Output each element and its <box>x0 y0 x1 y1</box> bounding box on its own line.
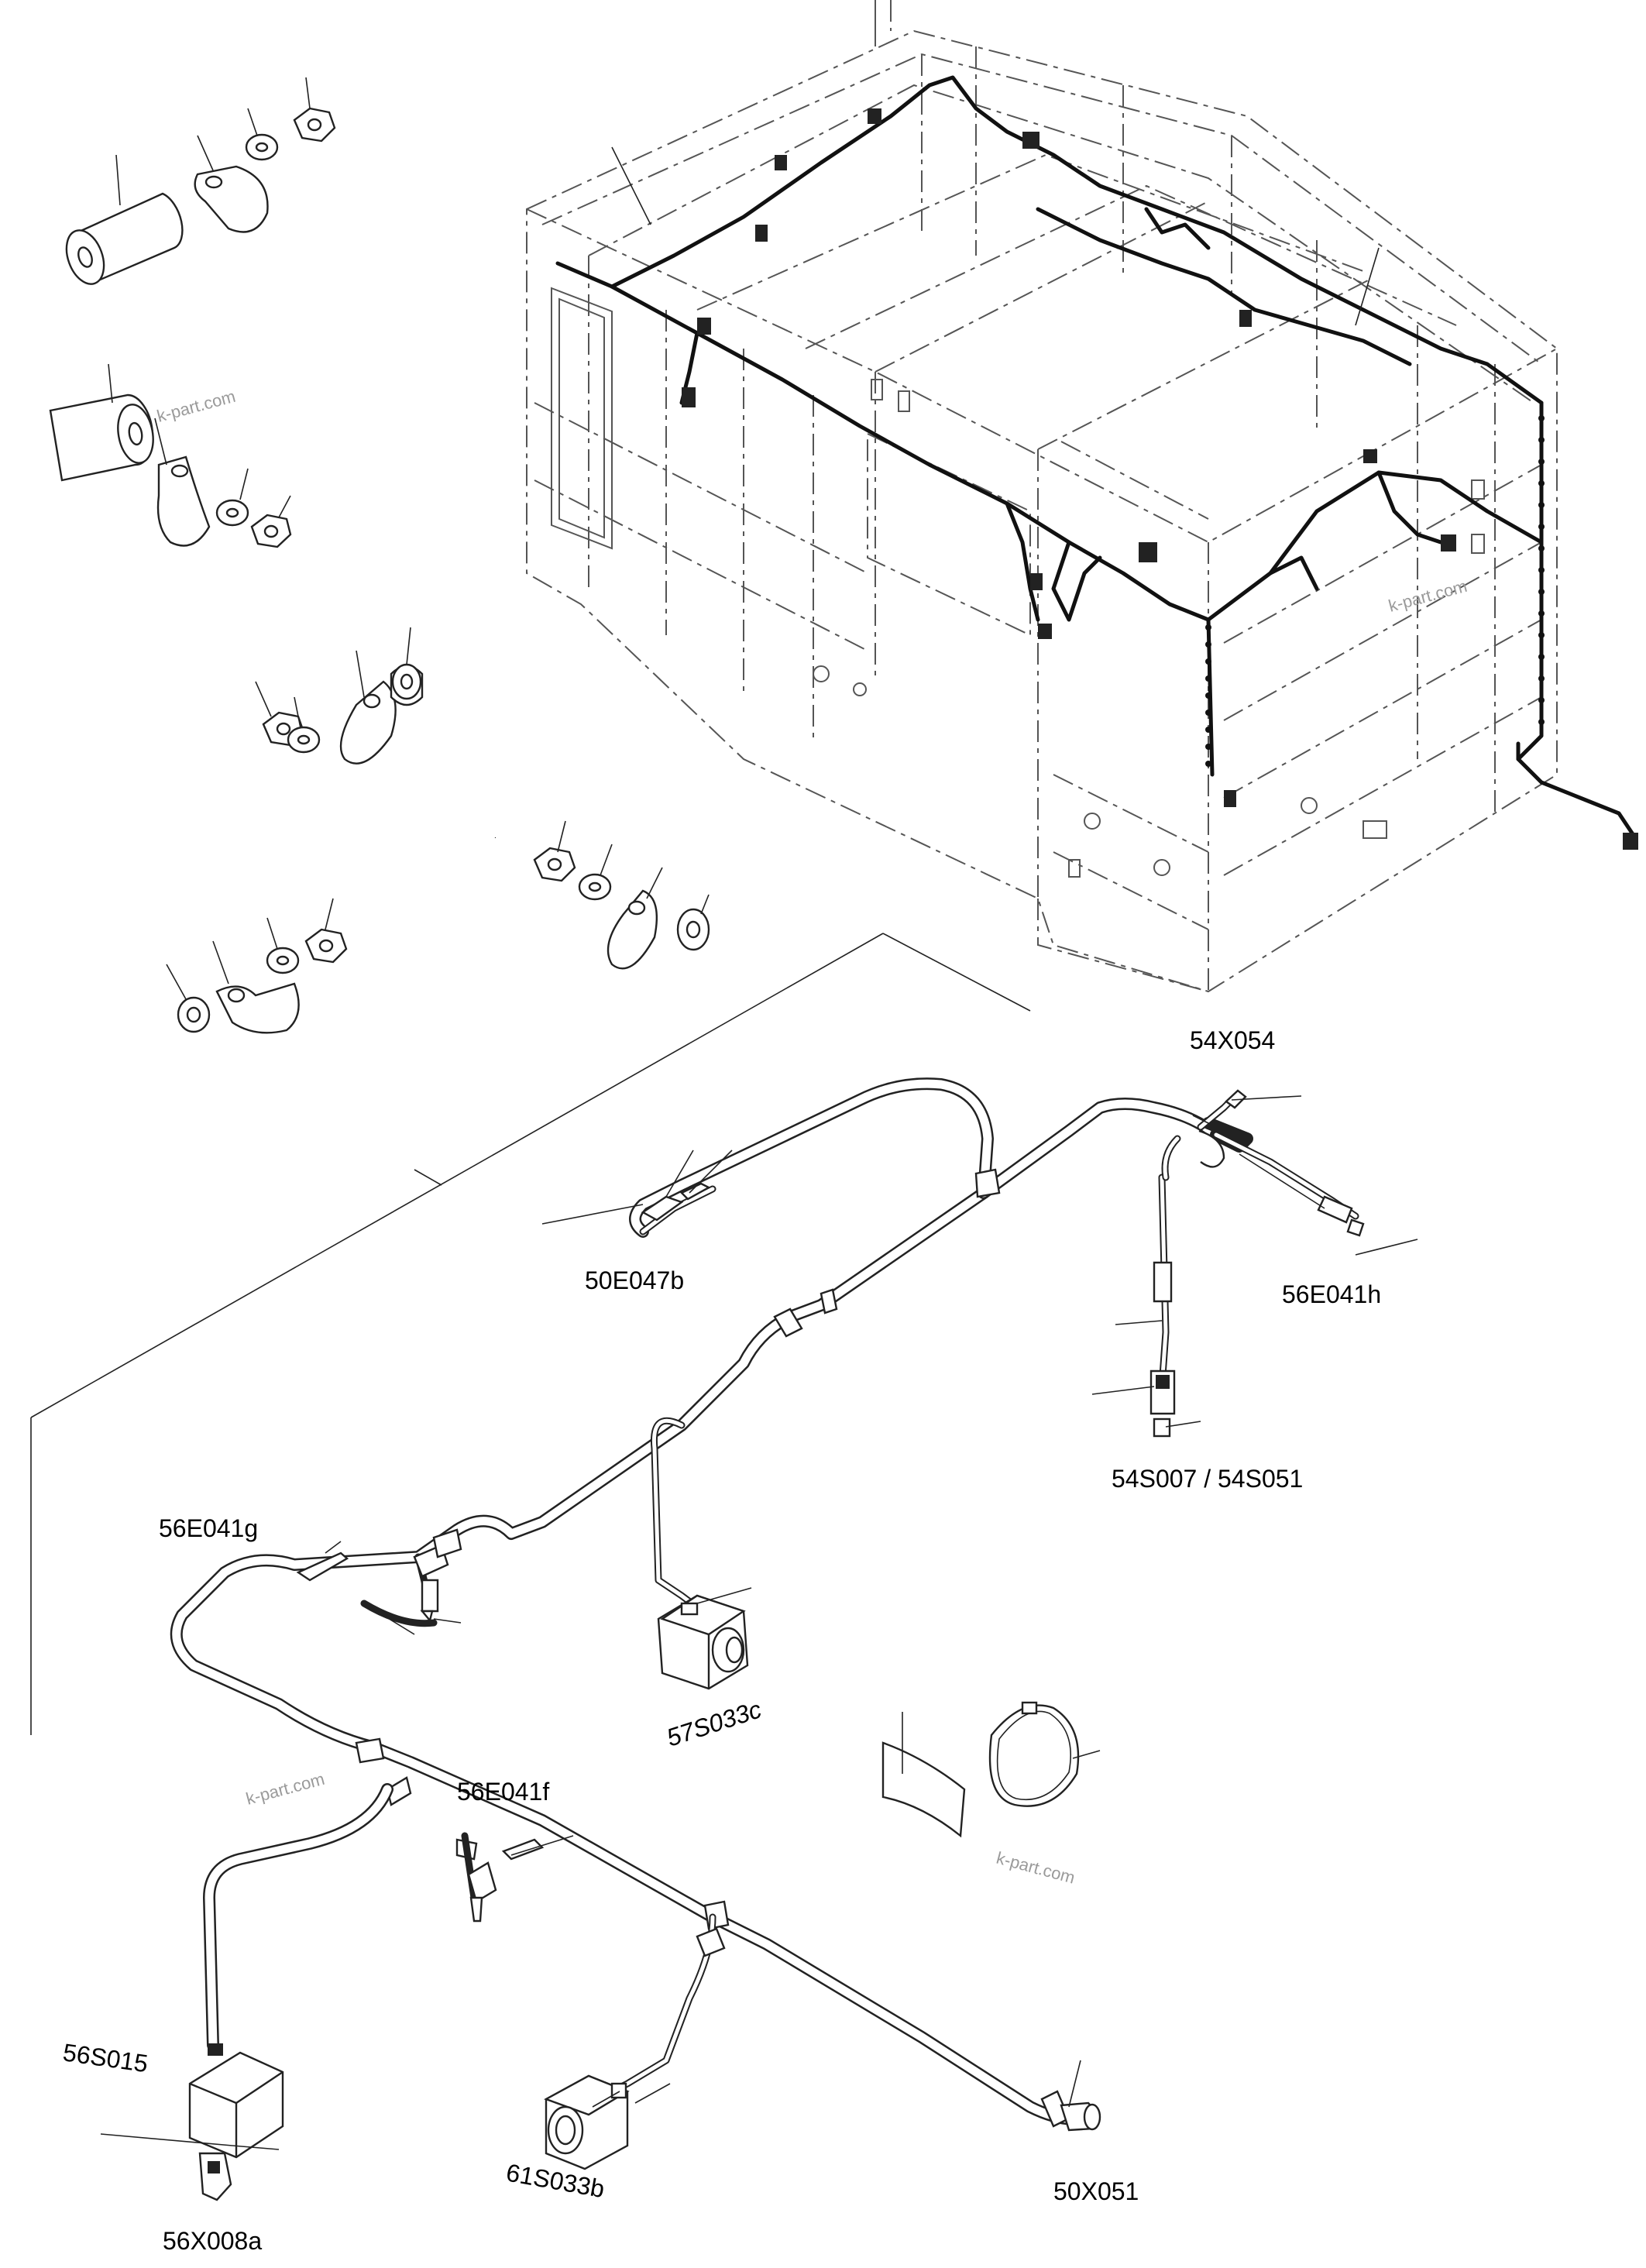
harness-clip <box>1538 524 1545 530</box>
harness-clip <box>1538 654 1545 660</box>
watermark: k-part.com <box>995 1848 1077 1888</box>
harness-clip <box>1205 658 1211 665</box>
label-56e041h: 56E041h <box>1282 1280 1381 1308</box>
label-56x008a: 56X008a <box>163 2227 262 2255</box>
hardware-parts: . <box>49 77 710 1034</box>
switch-57s033c <box>657 1594 749 1690</box>
label-56e041g: 56E041g <box>159 1514 258 1542</box>
watermark: k-part.com <box>244 1769 327 1809</box>
switch-61s033b <box>544 2074 630 2170</box>
watermarks: k-part.com k-part.com k-part.com k-part.… <box>155 387 1469 1888</box>
label-57s033c: 57S033c <box>663 1695 765 1751</box>
p-clamp <box>194 165 269 233</box>
switch-56s015 <box>188 2043 284 2201</box>
harness-clip <box>1538 415 1545 421</box>
svg-text:.: . <box>494 832 497 840</box>
harness-clip <box>1538 459 1545 465</box>
watermark: k-part.com <box>155 387 238 426</box>
harness-clip <box>1538 697 1545 703</box>
label-54x054: 54X054 <box>1190 1026 1275 1054</box>
label-50e047b: 50E047b <box>585 1266 684 1294</box>
harness-clip <box>1538 545 1545 552</box>
harness-clip <box>1205 692 1211 699</box>
label-56e041f: 56E041f <box>457 1778 549 1806</box>
grouping-bracket <box>30 933 1031 1735</box>
harness-clip <box>1538 589 1545 595</box>
spacer-sleeve <box>65 192 184 285</box>
harness-clip <box>1538 675 1545 682</box>
harness-clip <box>1538 610 1545 617</box>
harness-clip <box>1205 641 1211 648</box>
harness-clip <box>1205 761 1211 767</box>
vehicle-frame <box>526 0 1558 993</box>
harness-clip <box>1538 719 1545 725</box>
harness-clip <box>1205 624 1211 631</box>
harness-clip <box>1205 744 1211 750</box>
watermark: k-part.com <box>1387 576 1469 616</box>
label-54s007-54s051: 54S007 / 54S051 <box>1112 1465 1303 1493</box>
label-50x051: 50X051 <box>1053 2177 1139 2205</box>
harness-clip <box>1205 675 1211 682</box>
label-56s015: 56S015 <box>61 2038 149 2077</box>
harness-clip <box>1205 727 1211 733</box>
harness-clip <box>1538 480 1545 486</box>
harness-clip <box>1205 710 1211 716</box>
harness-detail <box>100 1077 1418 2201</box>
harness-clip <box>1538 502 1545 508</box>
frame-harness <box>555 75 1638 850</box>
harness-clip <box>1538 567 1545 573</box>
harness-clip <box>1538 632 1545 638</box>
harness-clip <box>1538 437 1545 443</box>
